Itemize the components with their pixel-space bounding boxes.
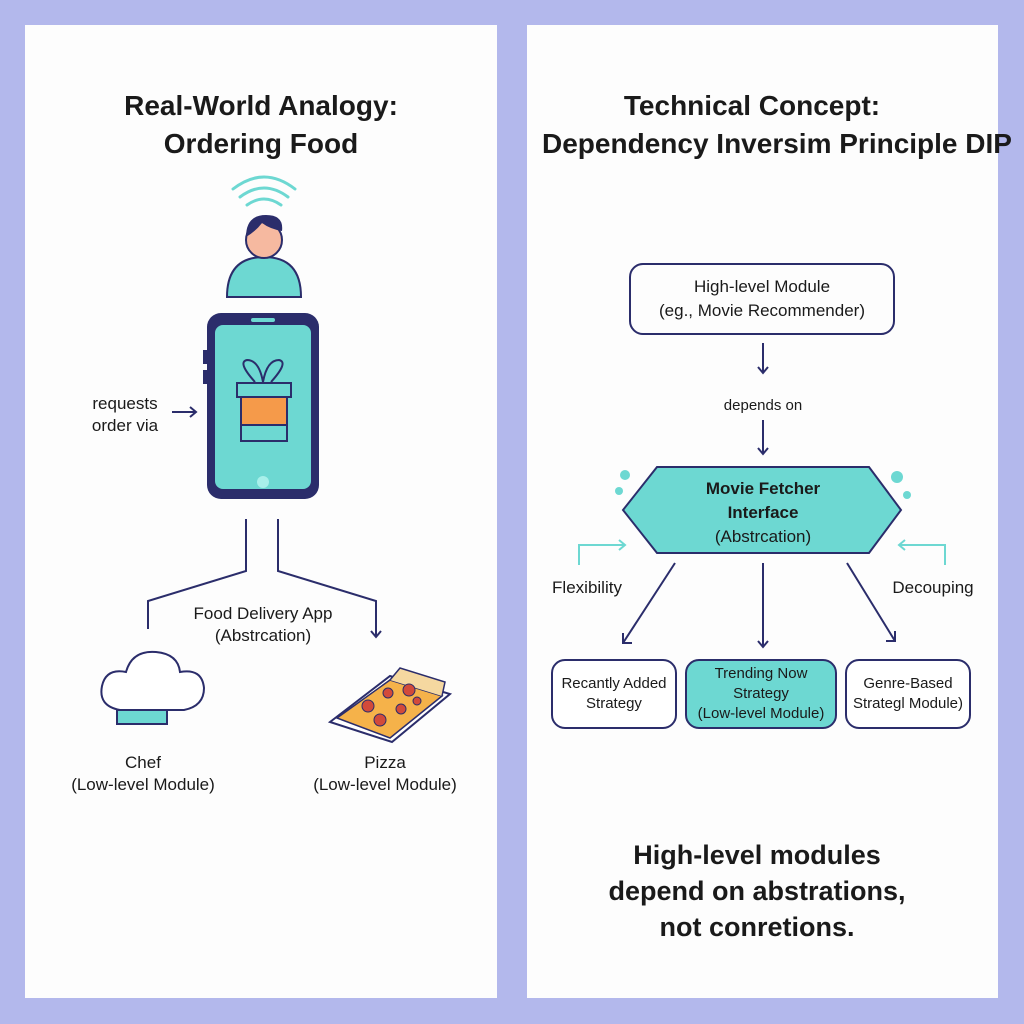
app-label: Food Delivery App (Abstrcation) [163, 603, 363, 647]
title-line: Ordering Food [163, 128, 359, 159]
gift-box-icon [236, 358, 292, 442]
person-icon [225, 215, 303, 298]
high-level-module-box: High-level Module (eg., Movie Recommender… [629, 263, 895, 335]
label-line: (Low-level Module) [313, 775, 457, 794]
analogy-illustration [100, 175, 453, 744]
chef-hat-icon [100, 650, 206, 725]
box-line: Trending Now Strategy [714, 665, 808, 702]
pizza-label: Pizza (Low-level Module) [295, 752, 475, 796]
summary-statement: High-level modules depend on abstrations… [527, 837, 987, 945]
interface-hexagon [621, 466, 903, 554]
dependency-arrows [622, 343, 896, 649]
summary-line: High-level modules [633, 840, 881, 870]
decoupling-label: Decouping [892, 578, 974, 597]
label-line: (Low-level Module) [71, 775, 215, 794]
concept-title: Technical Concept: Dependency Inversim P… [527, 87, 1024, 163]
pizza-box-icon [327, 667, 453, 744]
decoupling-arrow-icon [897, 539, 946, 565]
label-line: (Abstrcation) [214, 626, 312, 645]
box-line: Strategl Module) [852, 695, 964, 712]
summary-line: not conretions. [659, 912, 855, 942]
box-line: (Abstrcation) [714, 527, 812, 546]
label-line: requests [92, 394, 158, 413]
title-line: Technical Concept: [623, 90, 881, 121]
concept-diagram [578, 343, 946, 649]
flexibility-label: Flexibility [552, 578, 622, 597]
box-line: (Low-level Module) [697, 705, 825, 722]
box-line: Movie Fetcher [705, 479, 821, 498]
wifi-icon [231, 175, 297, 207]
title-line: Real-World Analogy: [124, 90, 398, 121]
phone-icon [203, 313, 319, 499]
label-line: Pizza [364, 753, 406, 772]
label-line: order via [91, 416, 159, 435]
title-line: Dependency Inversim Principle DIP [542, 128, 1012, 159]
interface-label: Movie Fetcher Interface (Abstrcation) [663, 477, 863, 549]
strategy-box-highlighted: Trending Now Strategy (Low-level Module) [685, 659, 837, 729]
label-line: Chef [125, 753, 161, 772]
box-line: High-level Module [693, 277, 831, 296]
box-line: Interface [727, 503, 799, 522]
analogy-title: Real-World Analogy: Ordering Food [25, 87, 497, 163]
label-line: Food Delivery App [193, 604, 333, 623]
branch-lines [147, 519, 382, 639]
summary-line: depend on abstrations, [608, 876, 906, 906]
box-line: (eg., Movie Recommender) [659, 301, 865, 320]
box-line: Strategy [586, 695, 642, 712]
concept-panel: Technical Concept: Dependency Inversim P… [527, 25, 1012, 998]
arrow-to-phone-icon [172, 406, 198, 418]
depends-on-label: depends on [723, 397, 803, 414]
decorative-dots [615, 470, 911, 499]
box-line: Genre-Based [863, 675, 953, 692]
chef-label: Chef (Low-level Module) [53, 752, 233, 796]
box-line: Recantly Added [561, 675, 667, 692]
analogy-panel: Real-World Analogy: Ordering Food reques… [25, 25, 497, 998]
request-label: requests order via [77, 393, 173, 437]
flexibility-arrow-icon [578, 539, 627, 565]
